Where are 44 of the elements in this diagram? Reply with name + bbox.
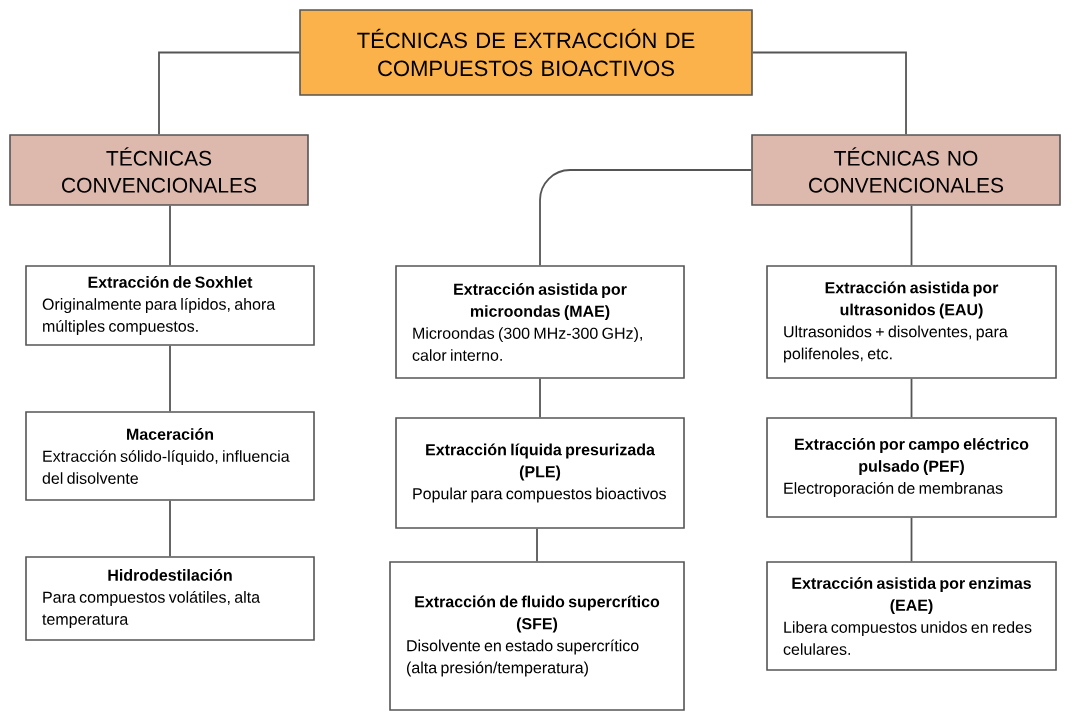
technique-box xyxy=(395,265,685,379)
technique-box xyxy=(766,417,1057,518)
technique-box xyxy=(766,265,1057,379)
technique-box xyxy=(25,411,315,501)
box-title: TÉCNICAS NO CONVENCIONALES xyxy=(809,147,1004,193)
connector-line xyxy=(539,169,753,267)
connector-line xyxy=(910,516,913,563)
box-title: TÉCNICAS DE EXTRACCIÓN DE COMPUESTOS BIOACTIVOS xyxy=(357,28,695,77)
connector-line xyxy=(169,499,171,558)
category-box xyxy=(751,134,1061,206)
box-description: Para compuestos volátiles, alta temperatura xyxy=(42,590,261,629)
connector-line xyxy=(910,204,913,267)
title-box xyxy=(299,9,753,96)
technique-box xyxy=(389,561,685,711)
connector-line xyxy=(539,377,541,419)
category-box xyxy=(9,134,309,206)
box-description: Originalmente para lípidos, ahora múltiples compuestos. xyxy=(42,297,276,336)
connector-line xyxy=(158,51,301,136)
box-description: Libera compuestos unidos en redes celulares. xyxy=(783,621,1032,655)
box-heading: Extracción de Soxhlet xyxy=(88,276,253,288)
box-heading: Extracción líquida presurizada (PLE) xyxy=(426,443,656,481)
connector-line xyxy=(169,204,171,267)
box-description: Electroporación de membranas xyxy=(784,481,1003,498)
technique-box xyxy=(25,556,315,641)
technique-box xyxy=(766,561,1057,671)
box-heading: Extracción asistida por enzimas (EAE) xyxy=(792,577,1031,615)
technique-box xyxy=(395,417,685,529)
box-description: Ultrasonidos + disolventes, para polifenoles, etc. xyxy=(784,325,1008,363)
connector-line xyxy=(751,51,907,136)
box-heading: Hidrodestilación xyxy=(108,569,232,581)
box-description: Disolvente en estado supercrítico (alta presión/temperatura) xyxy=(407,639,639,677)
connector-line xyxy=(536,527,538,563)
box-heading: Extracción por campo eléctrico pulsado (PEF) xyxy=(795,438,1029,476)
connector-line xyxy=(169,344,171,413)
box-heading: Maceración xyxy=(127,428,213,440)
box-title: TÉCNICAS CONVENCIONALES xyxy=(62,147,257,193)
connector-line xyxy=(910,377,913,419)
box-description: Popular para compuestos bioactivos xyxy=(413,487,666,503)
box-heading: Extracción asistida por microondas (MAE) xyxy=(454,283,627,321)
box-description: Extracción sólido-líquido, influencia del disolvente xyxy=(42,450,290,484)
box-description: Microondas (300 MHz-300 GHz), calor interno. xyxy=(412,327,642,361)
technique-box xyxy=(25,265,315,346)
box-heading: Extracción asistida por ultrasonidos (EAU) xyxy=(825,281,999,319)
box-heading: Extracción de fluido supercrítico (SFE) xyxy=(415,595,660,633)
